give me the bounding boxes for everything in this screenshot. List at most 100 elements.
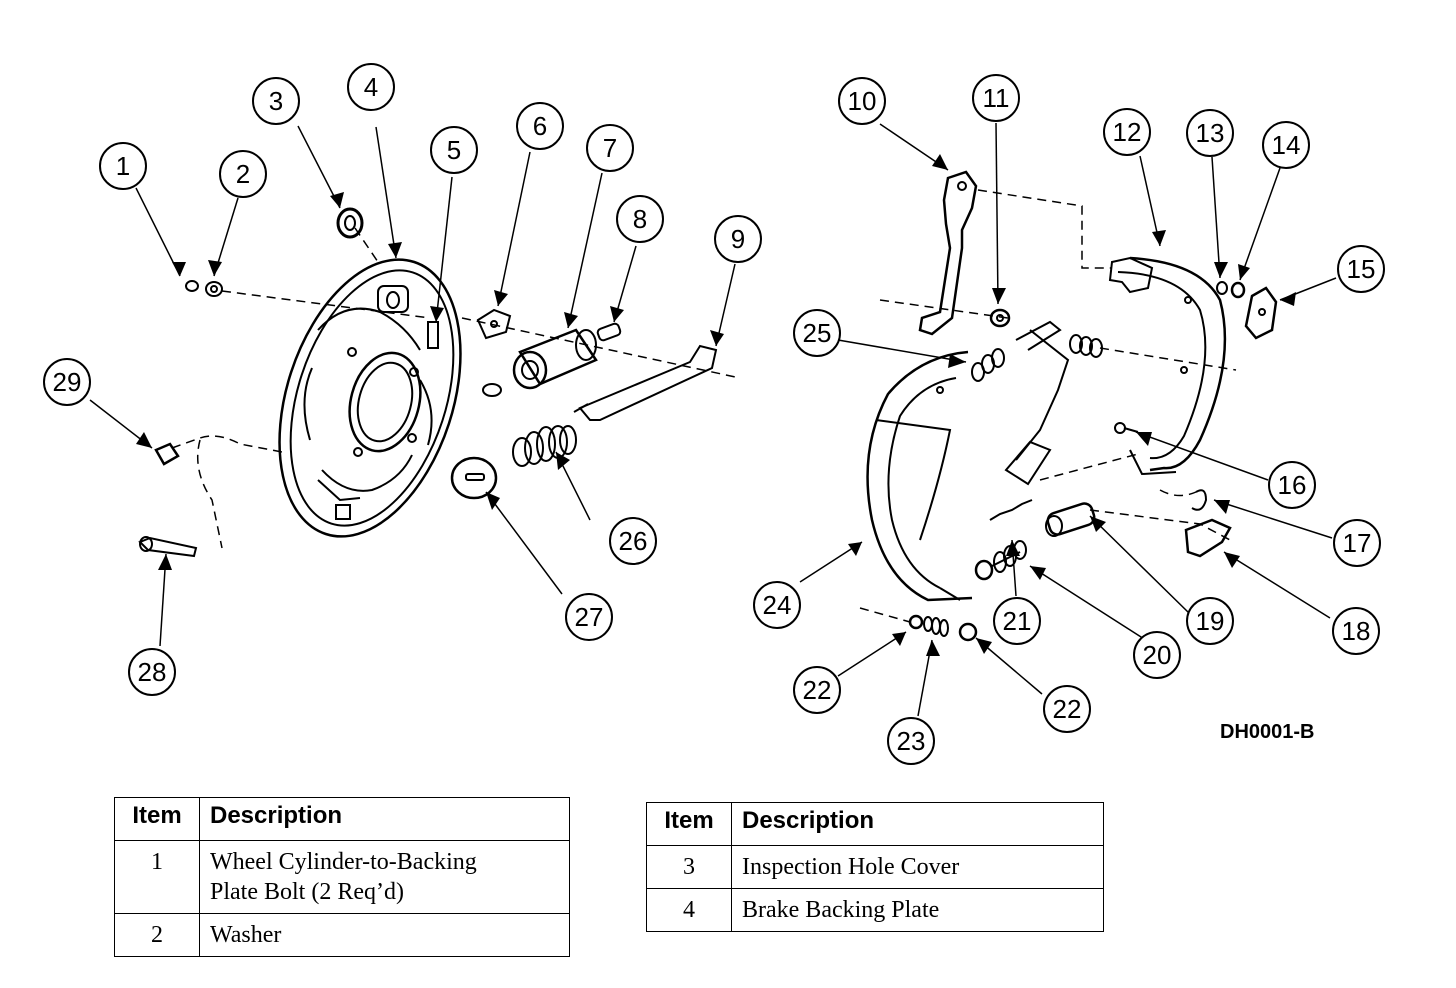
table-row: 2 Washer bbox=[114, 913, 570, 957]
arrow-heads-left bbox=[136, 192, 724, 570]
callout-circle bbox=[586, 124, 634, 172]
callout-circle bbox=[616, 195, 664, 243]
callout-number: 26 bbox=[619, 526, 648, 556]
leader-lines-right bbox=[799, 122, 1337, 717]
description-column-header: Description bbox=[731, 802, 1104, 846]
arrow-heads-right bbox=[848, 154, 1296, 656]
callout-number: 11 bbox=[983, 83, 1010, 113]
callout-circle bbox=[565, 593, 613, 641]
callout-number: 18 bbox=[1342, 616, 1371, 646]
upper-spring-part bbox=[971, 320, 1103, 486]
brake-exploded-diagram: 1234567891011121314151617181920212222232… bbox=[43, 63, 1385, 765]
item-description: Wheel Cylinder-to-Backing Plate Bolt (2 … bbox=[199, 840, 570, 914]
callout-number: 22 bbox=[803, 675, 832, 705]
callout-15: 15 bbox=[1337, 245, 1385, 293]
callout-29: 29 bbox=[43, 358, 91, 406]
callout-circle bbox=[430, 126, 478, 174]
callout-22: 22 bbox=[1043, 685, 1091, 733]
callout-number: 14 bbox=[1272, 130, 1301, 160]
retaining-clip-part bbox=[1191, 489, 1208, 511]
callout-20: 20 bbox=[1133, 631, 1181, 679]
callout-circle bbox=[838, 77, 886, 125]
callout-number: 3 bbox=[269, 86, 283, 116]
callout-21: 21 bbox=[993, 597, 1041, 645]
callout-16: 16 bbox=[1268, 461, 1316, 509]
table-row: 1 Wheel Cylinder-to-Backing Plate Bolt (… bbox=[114, 840, 570, 914]
callout-circle bbox=[1103, 108, 1151, 156]
callout-circle bbox=[1268, 461, 1316, 509]
pin-washer-parts bbox=[1216, 281, 1246, 299]
callout-number: 28 bbox=[138, 657, 167, 687]
callout-circle bbox=[43, 358, 91, 406]
lever-washer-part bbox=[989, 308, 1011, 328]
bolt-washer-parts bbox=[185, 280, 223, 297]
item-number: 2 bbox=[114, 913, 200, 957]
table-row: 4 Brake Backing Plate bbox=[646, 888, 1104, 932]
item-number: 4 bbox=[646, 888, 732, 932]
callout-circle bbox=[516, 102, 564, 150]
callout-number: 2 bbox=[236, 159, 250, 189]
callout-number: 1 bbox=[116, 151, 130, 181]
callout-number: 29 bbox=[53, 367, 82, 397]
description-column-header: Description bbox=[199, 797, 570, 841]
callout-26: 26 bbox=[609, 517, 657, 565]
callout-circle bbox=[1186, 109, 1234, 157]
callout-number: 17 bbox=[1343, 528, 1372, 558]
callout-12: 12 bbox=[1103, 108, 1151, 156]
callout-number: 19 bbox=[1196, 606, 1225, 636]
callout-10: 10 bbox=[838, 77, 886, 125]
callout-9: 9 bbox=[714, 215, 762, 263]
callout-22: 22 bbox=[793, 666, 841, 714]
hold-down-pin-part bbox=[1114, 422, 1139, 434]
adjuster-lever-part bbox=[1184, 518, 1232, 558]
callout-8: 8 bbox=[616, 195, 664, 243]
item-column-header: Item bbox=[114, 797, 200, 841]
callout-circle bbox=[1337, 245, 1385, 293]
table-header-row: Item Description bbox=[646, 802, 1104, 846]
callout-circle bbox=[1133, 631, 1181, 679]
strut-part bbox=[573, 344, 718, 421]
rear-brake-shoe-part bbox=[1108, 256, 1227, 476]
table-header-row: Item Description bbox=[114, 797, 570, 841]
callout-number: 24 bbox=[763, 590, 792, 620]
callout-circle bbox=[1262, 121, 1310, 169]
plug-part bbox=[450, 456, 498, 500]
callout-circle bbox=[99, 142, 147, 190]
item-number: 3 bbox=[646, 845, 732, 889]
hold-down-parts bbox=[908, 614, 978, 642]
callout-circle bbox=[252, 77, 300, 125]
callout-25: 25 bbox=[793, 309, 841, 357]
callout-28: 28 bbox=[128, 648, 176, 696]
item-description: Washer bbox=[199, 913, 570, 957]
callout-circle bbox=[128, 648, 176, 696]
adjuster-screw-part bbox=[1045, 502, 1096, 537]
callout-6: 6 bbox=[516, 102, 564, 150]
assembly-lines-left bbox=[171, 227, 741, 549]
table-row: 3 Inspection Hole Cover bbox=[646, 845, 1104, 889]
callout-number: 22 bbox=[1053, 694, 1082, 724]
assembly-lines-right bbox=[859, 189, 1237, 623]
callout-circle bbox=[1043, 685, 1091, 733]
callout-circle bbox=[219, 150, 267, 198]
parking-brake-lever-part bbox=[918, 170, 978, 336]
callout-number: 5 bbox=[447, 135, 461, 165]
spring-part bbox=[512, 425, 577, 467]
callout-number: 9 bbox=[731, 224, 745, 254]
callout-14: 14 bbox=[1262, 121, 1310, 169]
callout-number: 16 bbox=[1278, 470, 1307, 500]
callout-number: 23 bbox=[897, 726, 926, 756]
item-description: Brake Backing Plate bbox=[731, 888, 1104, 932]
wheel-cylinder-part bbox=[512, 328, 598, 390]
callout-23: 23 bbox=[887, 717, 935, 765]
callout-circle bbox=[887, 717, 935, 765]
item-description: Inspection Hole Cover bbox=[731, 845, 1104, 889]
brake-backing-plate-part bbox=[278, 258, 462, 538]
callout-17: 17 bbox=[1333, 519, 1381, 567]
item-column-header: Item bbox=[646, 802, 732, 846]
callout-circle bbox=[993, 597, 1041, 645]
callout-number: 12 bbox=[1113, 117, 1142, 147]
callout-1: 1 bbox=[99, 142, 147, 190]
callout-number: 20 bbox=[1143, 640, 1172, 670]
anchor-part bbox=[476, 308, 512, 340]
